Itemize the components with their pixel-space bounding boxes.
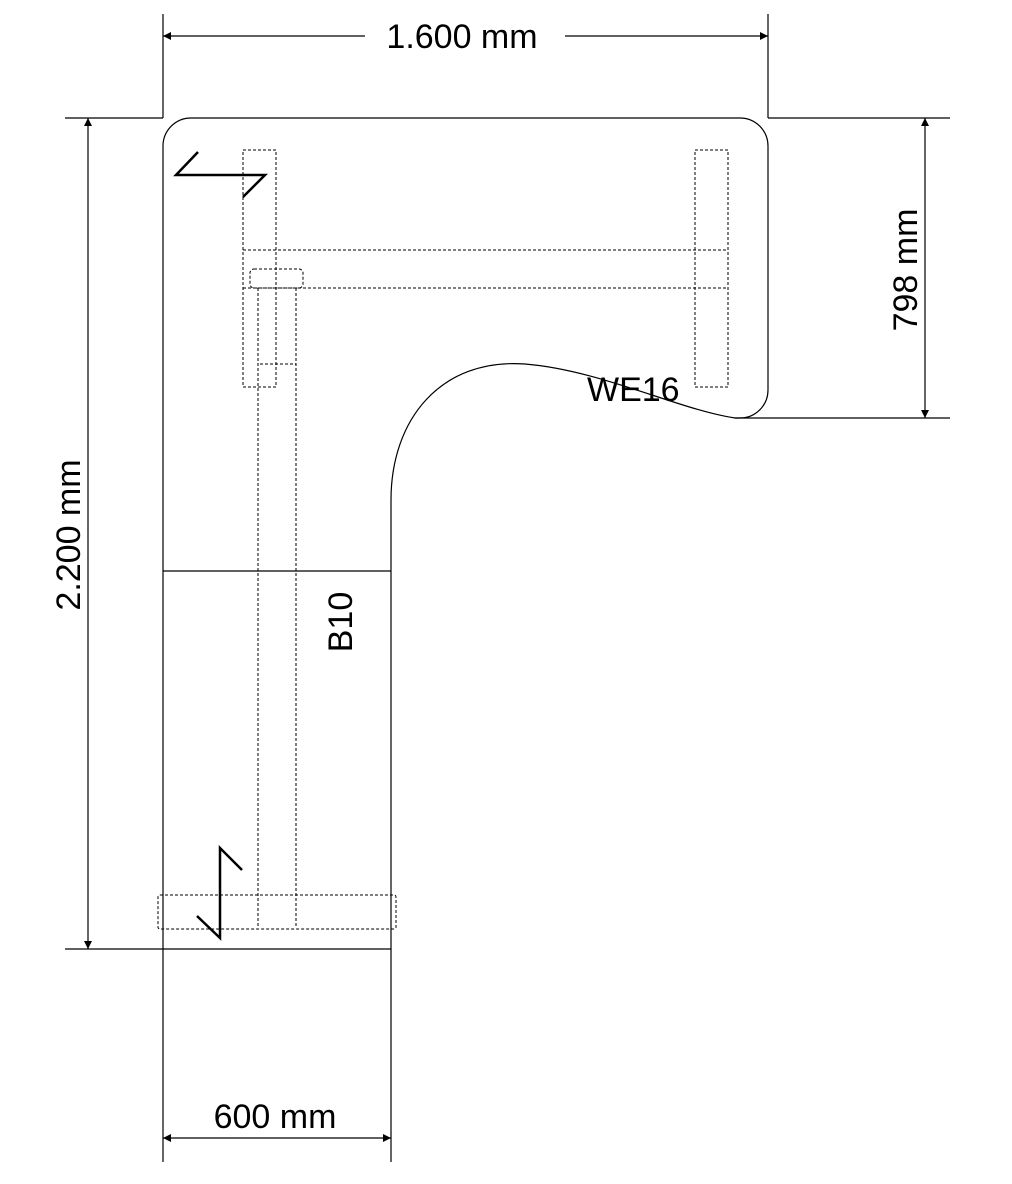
desk-outline [162,117,769,950]
dimension-width-bottom: 600 mm [214,1098,337,1136]
leg-section-label: B10 [322,592,360,653]
section-mark-bottom [196,844,243,941]
dimension-width-top: 1.600 mm [386,18,537,56]
dimension-depth-right: 798 mm [887,209,925,332]
right-leg [694,149,729,388]
section-mark-top [173,151,269,198]
desk-frame [157,149,729,930]
edge-curve-label: WE16 [587,371,680,409]
dimension-right: 798 mm [735,117,950,419]
dimension-height-left: 2.200 mm [50,459,88,610]
beam-bracket [249,268,304,289]
dimension-top: 1.600 mm [162,14,769,118]
dimension-left: 2.200 mm [50,117,163,950]
bottom-foot [157,894,397,930]
dimension-bottom: 600 mm [162,949,392,1162]
